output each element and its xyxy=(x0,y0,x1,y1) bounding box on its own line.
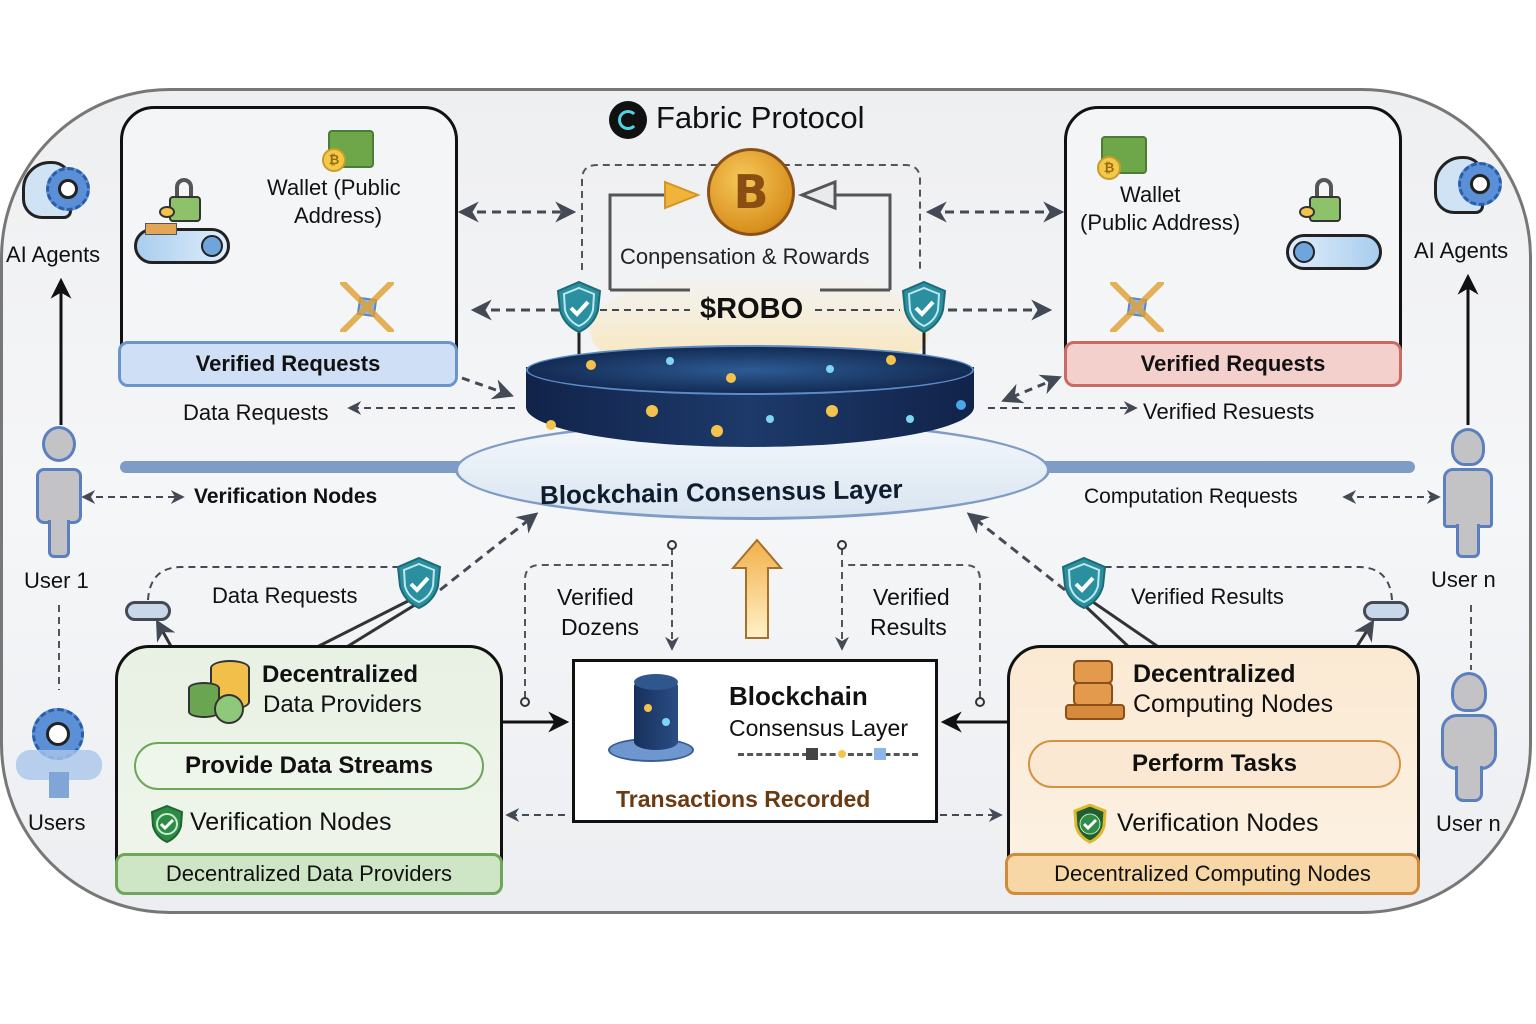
verified-requests-bar-right[interactable]: Verified Requests xyxy=(1064,341,1402,387)
center-box-title-line1: Blockchain xyxy=(729,681,868,711)
wallet-icon: ₿ xyxy=(1097,136,1147,180)
rewards-label: Conpensation & Rowards xyxy=(620,244,870,269)
computing-nodes-title-line2: Computing Nodes xyxy=(1133,690,1334,718)
computing-nodes-title-line1: Decentralized xyxy=(1133,660,1296,688)
right-rail xyxy=(1030,461,1415,473)
verified-results-line2: Results xyxy=(870,614,947,640)
chain-link-icon xyxy=(1110,282,1164,332)
verified-dozens-line2: Dozens xyxy=(561,614,639,640)
data-requests-label-mid: Data Requests xyxy=(212,583,358,608)
verification-nodes-label-left: Verification Nodes xyxy=(194,485,378,508)
reward-arrow-in xyxy=(664,180,701,210)
token-label: $ROBO xyxy=(700,293,804,325)
computing-nodes-footer-bar[interactable]: Decentralized Computing Nodes xyxy=(1005,853,1420,895)
verified-shield-icon-right xyxy=(901,280,947,339)
server-stack-icon xyxy=(1065,660,1127,722)
computing-nodes-verification-label: Verification Nodes xyxy=(1117,809,1319,837)
left-rail xyxy=(120,461,470,473)
computation-requests-label: Computation Requests xyxy=(1084,485,1298,508)
database-stack-icon xyxy=(186,660,256,724)
user-1-label: User 1 xyxy=(24,568,89,593)
data-providers-footer-bar[interactable]: Decentralized Data Providers xyxy=(115,853,503,895)
reward-arrow-out xyxy=(797,179,837,211)
wallet-icon: ₿ xyxy=(322,130,374,172)
reward-loop-right xyxy=(815,193,892,290)
lock-key-icon xyxy=(1299,178,1345,224)
sensor-pill-icon-right xyxy=(1363,601,1409,621)
wallet-label-line2: Address) xyxy=(294,203,383,228)
verified-results-label-mid: Verified Results xyxy=(1131,584,1284,609)
brand-logo-icon xyxy=(609,101,647,139)
block-chain-strip xyxy=(738,748,918,760)
robot-users-icon xyxy=(16,700,102,800)
wallet-label-line1: Wallet xyxy=(1120,182,1181,207)
wallet-label-line1: Wallet (Public xyxy=(267,175,401,200)
capsule-device-icon xyxy=(134,223,230,264)
user-n-label-bottom: User n xyxy=(1436,811,1501,836)
blockchain-database-icon xyxy=(600,668,700,768)
wallet-label-line2: (Public Address) xyxy=(1080,210,1241,235)
user-n-label-top: User n xyxy=(1431,567,1496,592)
reward-loop xyxy=(608,193,690,290)
users-label: Users xyxy=(28,810,86,835)
data-providers-title-line1: Decentralized xyxy=(262,661,419,688)
user-n-avatar-icon-bottom xyxy=(1437,672,1501,802)
center-box-title-line2: Consensus Layer xyxy=(729,715,908,741)
chain-link-icon xyxy=(340,282,394,332)
capsule-device-icon xyxy=(1286,234,1382,270)
ai-agents-label-right: AI Agents xyxy=(1414,238,1509,263)
verified-requests-bar-left[interactable]: Verified Requests xyxy=(118,341,458,387)
page-title: Fabric Protocol xyxy=(656,100,865,135)
lock-key-icon xyxy=(159,178,205,224)
verification-shield-icon-gold xyxy=(1073,803,1107,849)
verified-shield-icon-mid-left xyxy=(396,556,442,615)
sensor-pill-icon-left xyxy=(125,601,171,621)
data-providers-title-line2: Data Providers xyxy=(263,691,422,718)
robo-coin-icon: B xyxy=(707,148,795,236)
perform-tasks-button[interactable]: Perform Tasks xyxy=(1028,740,1401,788)
data-requests-label-top: Data Requests xyxy=(183,400,329,425)
verified-dozens-line1: Verified xyxy=(557,584,634,610)
user-1-avatar-icon xyxy=(36,426,82,558)
transactions-recorded-label: Transactions Recorded xyxy=(616,786,871,812)
consensus-layer-label: Blockchain Consensus Layer xyxy=(539,473,903,511)
verification-shield-icon-green xyxy=(150,804,184,848)
user-n-avatar-icon-top xyxy=(1443,428,1493,558)
verified-results-line1: Verified xyxy=(873,584,950,610)
ai-agents-label-left: AI Agents xyxy=(6,242,101,267)
ai-agent-head-icon xyxy=(1430,150,1510,220)
verified-resuests-label: Verified Resuests xyxy=(1143,399,1314,425)
ai-agent-head-icon xyxy=(18,155,98,225)
verified-shield-icon-left xyxy=(556,280,602,339)
verified-resuests-text: Verified Resuests xyxy=(1143,399,1315,424)
verified-shield-icon-mid-right xyxy=(1061,556,1107,615)
data-providers-verification-label: Verification Nodes xyxy=(190,808,392,836)
up-arrow xyxy=(730,538,784,639)
provide-data-streams-button[interactable]: Provide Data Streams xyxy=(134,742,484,790)
consensus-disk-icon xyxy=(526,345,974,455)
